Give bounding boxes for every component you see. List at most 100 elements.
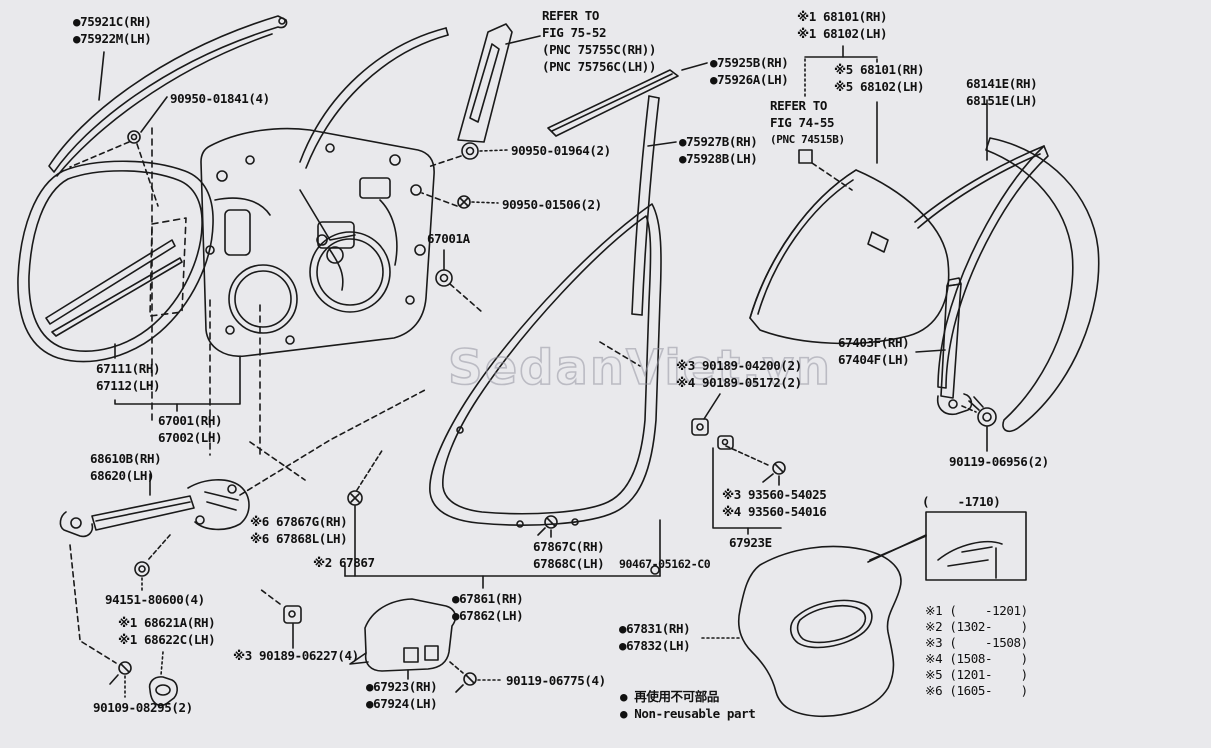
part-67861-line-1: ●67861(RH) bbox=[452, 591, 524, 606]
notes-date-codes-line-4: ※4 (1508- ) bbox=[925, 651, 1028, 666]
part-67001: 67001(RH)67002(LH) bbox=[158, 412, 223, 446]
part-67867-note2-line-1: ※2 67867 bbox=[313, 555, 375, 570]
part-67001A: 67001A bbox=[427, 230, 470, 247]
part-68621A-line-1: ※1 68621A(RH) bbox=[118, 615, 216, 630]
part-94151-line-1: 94151-80600(4) bbox=[105, 592, 205, 607]
vent-trim-fig75-52-shape bbox=[457, 23, 541, 143]
weatherstrip-fastener-bracket bbox=[344, 448, 661, 589]
part-67867C-line-2: 67868C(LH) bbox=[533, 556, 605, 571]
glass-run-68141E-shape bbox=[914, 99, 1100, 432]
part-68610B-line-1: 68610B(RH) bbox=[90, 451, 162, 466]
part-68141E-line-2: 68151E(LH) bbox=[966, 93, 1038, 108]
weatherstrip-loop-shape bbox=[429, 203, 662, 528]
part-90119-06775: 90119-06775(4) bbox=[506, 672, 606, 689]
part-93560-line-1: ※3 93560-54025 bbox=[722, 487, 827, 502]
striker-68621A-group bbox=[69, 544, 178, 707]
refer-fig-75-52-line-1: REFER TO bbox=[542, 8, 600, 23]
door-inner-panel-shape bbox=[200, 27, 449, 357]
notes-date-codes-line-3: ※3 ( -1508) bbox=[925, 635, 1028, 650]
moulding-75921-shape bbox=[48, 15, 288, 177]
part-68141E-line-1: 68141E(RH) bbox=[966, 76, 1038, 91]
screw-90119-06775 bbox=[455, 672, 504, 693]
door-outer-panel-shape bbox=[17, 160, 214, 363]
part-93560-line-2: ※4 93560-54016 bbox=[722, 504, 827, 519]
clip-90950-01841 bbox=[69, 96, 168, 207]
part-75925-line-2: ●75926A(LH) bbox=[710, 72, 789, 87]
assembly-dashed-lines bbox=[149, 127, 261, 459]
part-68101-note5-line-1: ※5 68101(RH) bbox=[834, 62, 925, 77]
refer-fig-74-55-line-2: FIG 74-55 bbox=[770, 115, 835, 130]
part-67403F-line-2: 67404F(LH) bbox=[838, 352, 910, 367]
detail-box-1710 bbox=[869, 511, 1027, 581]
nut-94151 bbox=[134, 561, 150, 591]
part-90119-06775-line-1: 90119-06775(4) bbox=[506, 673, 606, 688]
part-67867G: ※6 67867G(RH)※6 67868L(LH) bbox=[250, 513, 348, 547]
part-90119-06956-line-1: 90119-06956(2) bbox=[949, 454, 1049, 469]
division-bar-67403F-shape bbox=[915, 277, 977, 416]
grommet-90950-01964 bbox=[427, 142, 508, 168]
part-68101-note1-line-1: ※1 68101(RH) bbox=[797, 9, 888, 24]
door-check-68610B-shape bbox=[59, 389, 426, 561]
part-75927-line-1: ●75927B(RH) bbox=[679, 134, 758, 149]
part-67403F: 67403F(RH)67404F(LH) bbox=[838, 334, 910, 368]
part-90189-06227-line-1: ※3 90189-06227(4) bbox=[233, 648, 359, 663]
bracket-68101-notes bbox=[798, 45, 878, 191]
part-90109-line-1: 90109-08295(2) bbox=[93, 700, 193, 715]
part-67867G-line-1: ※6 67867G(RH) bbox=[250, 514, 348, 529]
part-67923: ●67923(RH)●67924(LH) bbox=[366, 678, 438, 712]
part-67831-line-2: ●67832(LH) bbox=[619, 638, 691, 653]
part-68621A-line-2: ※1 68622C(LH) bbox=[118, 632, 216, 647]
part-67831-line-1: ●67831(RH) bbox=[619, 621, 691, 636]
watermark: SedanViet.vn bbox=[447, 339, 832, 397]
part-67111-line-1: 67111(RH) bbox=[96, 361, 161, 376]
part-67831: ●67831(RH) ●67832(LH) bbox=[619, 620, 691, 654]
part-90467-line-1: 90467-05162-C0 bbox=[619, 557, 711, 571]
service-hole-cover-67831-shape bbox=[701, 534, 927, 718]
part-67111-line-2: 67112(LH) bbox=[96, 378, 161, 393]
refer-fig-75-52-line-2: FIG 75-52 bbox=[542, 25, 607, 40]
part-67861-line-2: ●67862(LH) bbox=[452, 608, 524, 623]
bracket-67111-67001 bbox=[114, 343, 306, 481]
part-67867C-line-1: 67867C(RH) bbox=[533, 539, 605, 554]
pillar-strip-75927-shape bbox=[631, 95, 677, 316]
part-90119-06956: 90119-06956(2) bbox=[949, 453, 1049, 470]
box-date-1710: ( -1710) bbox=[922, 493, 1001, 510]
part-67861: ●67861(RH) ●67862(LH) bbox=[452, 590, 524, 624]
bracket-67923E bbox=[599, 341, 782, 535]
legend-non-reusable-line-1: ● 再使用不可部品 bbox=[620, 689, 719, 704]
part-68610B-line-2: 68620(LH) bbox=[90, 468, 155, 483]
part-94151: 94151-80600(4) bbox=[105, 591, 205, 608]
part-90189-06227: ※3 90189-06227(4) bbox=[233, 647, 359, 664]
part-90950-01964-line-1: 90950-01964(2) bbox=[511, 143, 611, 158]
notes-date-codes-line-1: ※1 ( -1201) bbox=[925, 603, 1028, 618]
part-90467: 90467-05162-C0 bbox=[619, 556, 711, 573]
part-75927-line-2: ●75928B(LH) bbox=[679, 151, 758, 166]
door-glass-shape bbox=[749, 169, 950, 345]
part-75921: ●75921C(RH)●75922M(LH) bbox=[73, 13, 152, 47]
part-75925-line-1: ●75925B(RH) bbox=[710, 55, 789, 70]
part-75921-line-2: ●75922M(LH) bbox=[73, 31, 152, 46]
part-67867C: 67867C(RH) 67868C(LH) bbox=[533, 538, 605, 572]
refer-fig-75-52-line-4: (PNC 75756C(LH)) bbox=[542, 59, 657, 74]
part-68101-note5: ※5 68101(RH) ※5 68102(LH) bbox=[834, 61, 925, 95]
box-date-1710-line-1: ( -1710) bbox=[922, 494, 1001, 509]
part-68101-note5-line-2: ※5 68102(LH) bbox=[834, 79, 925, 94]
refer-fig-75-52-line-3: (PNC 75755C(RH)) bbox=[542, 42, 657, 57]
part-67001A-line-1: 67001A bbox=[427, 231, 470, 246]
part-67867-note2: ※2 67867 bbox=[313, 554, 375, 571]
part-68141E: 68141E(RH) 68151E(LH) bbox=[966, 75, 1038, 109]
part-90950-01506-line-1: 90950-01506(2) bbox=[502, 197, 602, 212]
part-68101-note1-line-2: ※1 68102(LH) bbox=[797, 26, 888, 41]
part-90950-01841: 90950-01841(4) bbox=[170, 90, 270, 107]
notes-date-codes-line-6: ※6 (1605- ) bbox=[925, 683, 1028, 698]
bolt-90119-06956 bbox=[968, 396, 997, 452]
cover-67923-shape bbox=[349, 598, 464, 680]
part-67923-line-1: ●67923(RH) bbox=[366, 679, 438, 694]
refer-fig-74-55-line-1: REFER TO bbox=[770, 98, 828, 113]
part-67923E: 67923E bbox=[729, 534, 772, 551]
screw-67867C bbox=[537, 515, 558, 538]
grommet-67001A bbox=[435, 249, 483, 313]
